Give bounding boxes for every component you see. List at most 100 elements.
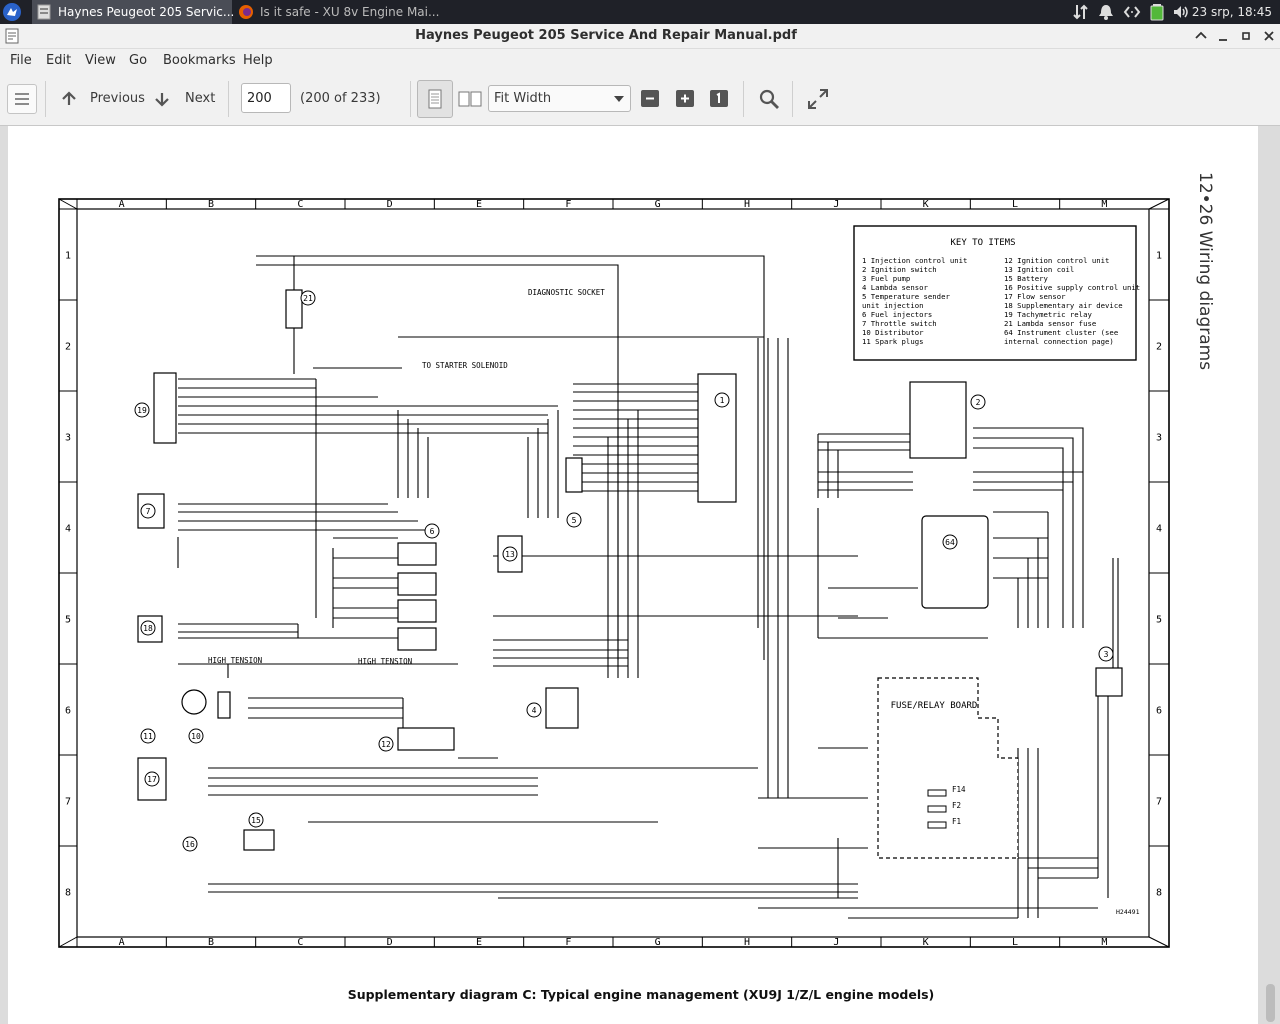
battery-icon[interactable] bbox=[1150, 3, 1164, 21]
next-label: Next bbox=[185, 91, 216, 106]
grid-column-label: G bbox=[655, 199, 661, 210]
fuse-f14 bbox=[927, 789, 947, 797]
item-callout-number: 13 bbox=[505, 550, 515, 559]
menu-view[interactable]: View bbox=[85, 53, 116, 68]
grid-column-label: L bbox=[1012, 199, 1018, 210]
grid-column-label: A bbox=[119, 199, 125, 210]
grid-row-label: 2 bbox=[65, 342, 71, 353]
injection-control-unit bbox=[697, 373, 737, 503]
key-item: 3 Fuel pump bbox=[862, 274, 910, 283]
single-page-button[interactable] bbox=[417, 80, 453, 118]
item-callout-number: 1 bbox=[720, 396, 725, 405]
item-callout-number: 16 bbox=[185, 840, 195, 849]
grid-row-label: 1 bbox=[65, 251, 71, 262]
item-callout-number: 3 bbox=[1104, 650, 1109, 659]
fuse-relay-board: FUSE/RELAY BOARD F14 F2 F1 bbox=[877, 677, 1019, 859]
fullscreen-icon[interactable] bbox=[806, 87, 830, 111]
window-title: Haynes Peugeot 205 Service And Repair Ma… bbox=[415, 28, 797, 43]
lambda-fuse bbox=[285, 289, 303, 329]
menu-go[interactable]: Go bbox=[129, 53, 148, 68]
clock[interactable]: 23 srp, 18:45 bbox=[1191, 5, 1272, 19]
next-button[interactable]: Next bbox=[153, 83, 215, 115]
item-callout-circle bbox=[182, 836, 198, 852]
menu-help[interactable]: Help bbox=[243, 53, 273, 68]
single-page-icon bbox=[428, 89, 442, 109]
taskbar-task-firefox[interactable]: Is it safe - XU 8v Engine Mai... bbox=[234, 0, 439, 24]
grid-row-label: 6 bbox=[65, 706, 71, 717]
grid-row-label: 5 bbox=[65, 615, 71, 626]
menu-file[interactable]: File bbox=[10, 53, 32, 68]
firefox-icon bbox=[239, 5, 253, 19]
grid-column-label: D bbox=[387, 937, 393, 948]
injector-1 bbox=[397, 542, 437, 566]
maximize-icon[interactable] bbox=[1238, 28, 1254, 44]
search-icon[interactable] bbox=[758, 88, 780, 110]
key-item: 64 Instrument cluster (see bbox=[1004, 328, 1118, 337]
key-item: 12 Ignition control unit bbox=[1004, 256, 1109, 265]
item-callout-circle bbox=[942, 534, 958, 550]
key-item: 19 Tachymetric relay bbox=[1004, 310, 1092, 319]
item-callout-circle bbox=[1098, 646, 1114, 662]
grid-column-label: A bbox=[119, 937, 125, 948]
taskbar-task-pdf[interactable]: Haynes Peugeot 205 Servic... bbox=[32, 0, 235, 24]
key-item: 5 Temperature sender bbox=[862, 292, 950, 301]
volume-icon[interactable] bbox=[1172, 3, 1190, 21]
previous-button[interactable]: Previous bbox=[58, 83, 145, 115]
app-icon[interactable] bbox=[4, 28, 20, 44]
item-callout-number: 10 bbox=[191, 732, 201, 741]
item-callout-circle bbox=[134, 402, 150, 418]
distributor-connector bbox=[217, 691, 231, 719]
notification-bell-icon[interactable] bbox=[1097, 3, 1115, 21]
page-header-text: 12•26 Wiring diagrams bbox=[1195, 172, 1215, 370]
item-callout-number: 19 bbox=[137, 406, 147, 415]
grid-column-label: J bbox=[833, 199, 839, 210]
dual-page-button[interactable] bbox=[456, 83, 484, 115]
close-icon[interactable] bbox=[1261, 28, 1277, 44]
scrollbar-thumb[interactable] bbox=[1266, 984, 1275, 1022]
network-transfer-icon[interactable] bbox=[1072, 3, 1090, 21]
page-number-input[interactable] bbox=[241, 83, 291, 113]
menu-bookmarks[interactable]: Bookmarks bbox=[163, 53, 236, 68]
key-item: 6 Fuel injectors bbox=[862, 310, 932, 319]
minimize-icon[interactable] bbox=[1215, 28, 1231, 44]
task-label: Is it safe - XU 8v Engine Mai... bbox=[260, 5, 440, 19]
item-callout-circle bbox=[140, 620, 156, 636]
grid-column-label: M bbox=[1101, 937, 1107, 948]
grid-row-label: 8 bbox=[65, 888, 71, 899]
grid-column-label: C bbox=[297, 937, 303, 948]
tachymetric-relay bbox=[153, 372, 177, 444]
menu-edit[interactable]: Edit bbox=[46, 53, 72, 68]
page-header: 12•26 Wiring diagrams bbox=[1195, 172, 1215, 370]
grid-row-label: 8 bbox=[1156, 888, 1162, 899]
grid-column-label: B bbox=[208, 937, 214, 948]
app-menu-icon[interactable] bbox=[2, 2, 22, 22]
item-callout-number: 5 bbox=[572, 516, 577, 525]
one-to-one-icon bbox=[716, 92, 720, 103]
battery bbox=[243, 829, 275, 851]
fuse-f2 bbox=[927, 805, 947, 813]
item-callout-number: 12 bbox=[381, 740, 391, 749]
zoom-select[interactable]: Fit Width bbox=[488, 85, 631, 112]
zoom-in-button[interactable] bbox=[676, 90, 694, 107]
item-callout-circle bbox=[502, 546, 518, 562]
item-callout-number: 15 bbox=[251, 816, 261, 825]
temperature-sender bbox=[565, 457, 583, 493]
item-callout-number: 17 bbox=[147, 775, 157, 784]
item-callout-circle bbox=[140, 728, 156, 744]
sidebar-toggle-button[interactable] bbox=[7, 84, 37, 114]
zoom-out-button[interactable] bbox=[641, 90, 659, 107]
zoom-reset-button[interactable] bbox=[710, 90, 728, 107]
lambda-sensor bbox=[545, 687, 579, 729]
task-label: Haynes Peugeot 205 Servic... bbox=[58, 5, 235, 19]
starter-solenoid-label: TO STARTER SOLENOID bbox=[422, 361, 508, 370]
chevron-up-icon[interactable] bbox=[1193, 28, 1209, 44]
fuse-f14-label: F14 bbox=[952, 785, 966, 794]
item-callout-number: 4 bbox=[532, 706, 537, 715]
toolbar-separator bbox=[792, 81, 793, 117]
code-arrows-icon[interactable] bbox=[1123, 3, 1141, 21]
item-callout-number: 18 bbox=[143, 624, 153, 633]
toolbar-separator bbox=[743, 81, 744, 117]
